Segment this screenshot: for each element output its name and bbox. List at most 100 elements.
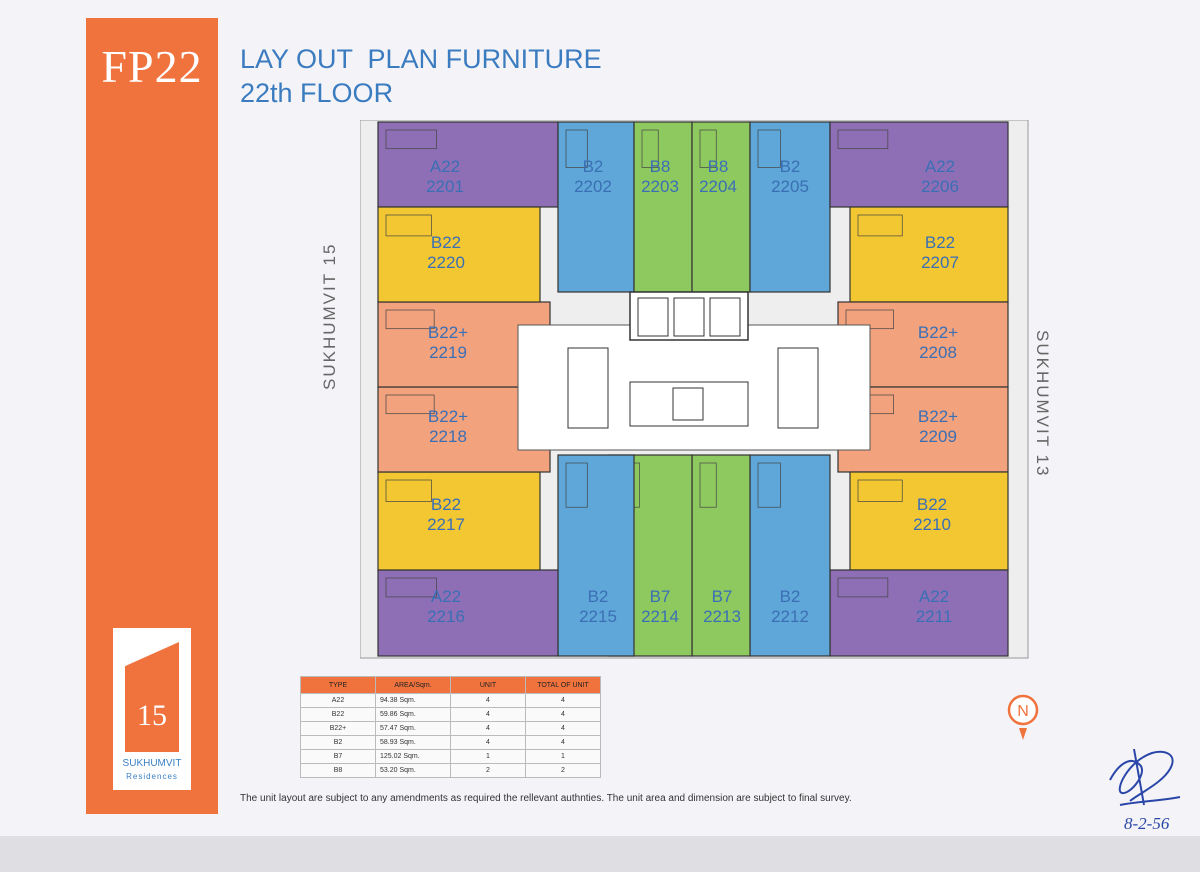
unit-number-label: 2209: [919, 427, 957, 446]
cell: 4: [525, 707, 601, 722]
furniture-bed: [699, 462, 717, 508]
unit-2203: [633, 121, 693, 293]
unit-type-label: A22: [925, 157, 955, 176]
cell: 59.86 Sqm.: [375, 707, 451, 722]
furniture-bed: [641, 129, 659, 168]
unit-type-label: B2: [780, 157, 801, 176]
unit-type-label: B2: [588, 587, 609, 606]
unit-2204: [691, 121, 751, 293]
unit-2207: [849, 206, 1009, 303]
unit-number-label: 2213: [703, 607, 741, 626]
unit-type-label: B22: [917, 495, 947, 514]
unit-number-label: 2210: [913, 515, 951, 534]
furniture-bed: [565, 129, 588, 168]
unit-type-label: B22: [925, 233, 955, 252]
cell: 2: [450, 763, 526, 778]
cell: 1: [450, 749, 526, 764]
unit-number-label: 2203: [641, 177, 679, 196]
unit-number-label: 2219: [429, 343, 467, 362]
cell: 53.20 Sqm.: [375, 763, 451, 778]
cell: 2: [525, 763, 601, 778]
unit-type-label: B7: [650, 587, 671, 606]
unit-type-label: A22: [919, 587, 949, 606]
table-header: TYPE: [300, 676, 376, 694]
scan-bottom-margin: [0, 836, 1200, 872]
furniture-bed: [385, 394, 435, 415]
sheet-code: FP22: [101, 41, 203, 92]
north-label: N: [1017, 703, 1029, 720]
cell: 58.93 Sqm.: [375, 735, 451, 750]
logo-name: SUKHUMVIT: [122, 758, 182, 769]
street-label-west: SUKHUMVIT 15: [320, 242, 339, 390]
table-header: AREA/Sqm.: [375, 676, 451, 694]
lift-lobby-north: [629, 291, 749, 341]
unit-2213: [691, 454, 751, 657]
unit-2210: [849, 471, 1009, 571]
unit-type-label: B7: [712, 587, 733, 606]
disclaimer-note: The unit layout are subject to any amend…: [240, 793, 852, 804]
cell: A22: [300, 693, 376, 708]
unit-2215: [557, 454, 635, 657]
unit-2220: [377, 206, 541, 303]
unit-2201: [377, 121, 559, 208]
furniture-bed: [857, 214, 903, 237]
unit-number-label: 2211: [916, 607, 953, 626]
cell: 4: [450, 721, 526, 736]
unit-type-label: B22: [431, 233, 461, 252]
cell: 1: [525, 749, 601, 764]
unit-number-label: 2206: [921, 177, 959, 196]
street-label-east: SUKHUMVIT 13: [1033, 330, 1052, 478]
lift-2: [673, 297, 705, 337]
unit-type-label: B2: [583, 157, 604, 176]
cell: 4: [525, 693, 601, 708]
unit-2211: [829, 569, 1009, 657]
unit-2212: [749, 454, 831, 657]
unit-type-label: B22+: [428, 323, 468, 342]
unit-type-label: B22+: [918, 323, 958, 342]
plan-title: LAY OUT PLAN FURNITURE 22th FLOOR: [240, 44, 602, 108]
unit-number-label: 2204: [699, 177, 737, 196]
unit-type-label: B22+: [428, 407, 468, 426]
unit-2216: [377, 569, 559, 657]
furniture-bed: [699, 129, 717, 168]
unit-type-label: A22: [430, 157, 460, 176]
unit-2217: [377, 471, 541, 571]
brand-logo: 15 SUKHUMVIT Residences: [113, 628, 191, 790]
unit-number-label: 2215: [579, 607, 617, 626]
lift-3: [709, 297, 741, 337]
unit-number-label: 2216: [427, 607, 465, 626]
unit-type-label: A22: [431, 587, 461, 606]
cell: 4: [525, 721, 601, 736]
logo-number: 15: [137, 699, 167, 732]
furniture-bed: [757, 462, 781, 508]
cell: 4: [450, 693, 526, 708]
logo-mark: 15: [125, 642, 179, 752]
cell: B8: [300, 763, 376, 778]
unit-number-label: 2202: [574, 177, 612, 196]
unit-number-label: 2220: [427, 253, 465, 272]
furniture-bed: [385, 309, 435, 330]
cell: 57.47 Sqm.: [375, 721, 451, 736]
lift-1: [637, 297, 669, 337]
stair-east: [777, 347, 819, 429]
cell: B2: [300, 735, 376, 750]
unit-number-label: 2218: [429, 427, 467, 446]
service-lift: [672, 387, 704, 421]
unit-number-label: 2214: [641, 607, 679, 626]
cell: 4: [450, 707, 526, 722]
cell: 4: [450, 735, 526, 750]
cell: 94.38 Sqm.: [375, 693, 451, 708]
side-band: FP22 15 SUKHUMVIT Residences: [86, 18, 218, 814]
unit-number-label: 2201: [426, 177, 464, 196]
service-core: [629, 381, 749, 427]
logo-sub: Residences: [126, 772, 178, 781]
unit-number-label: 2207: [921, 253, 959, 272]
unit-type-label: B22+: [918, 407, 958, 426]
furniture-bed: [385, 214, 432, 237]
unit-2202: [557, 121, 635, 293]
table-header: TOTAL OF UNIT: [525, 676, 601, 694]
